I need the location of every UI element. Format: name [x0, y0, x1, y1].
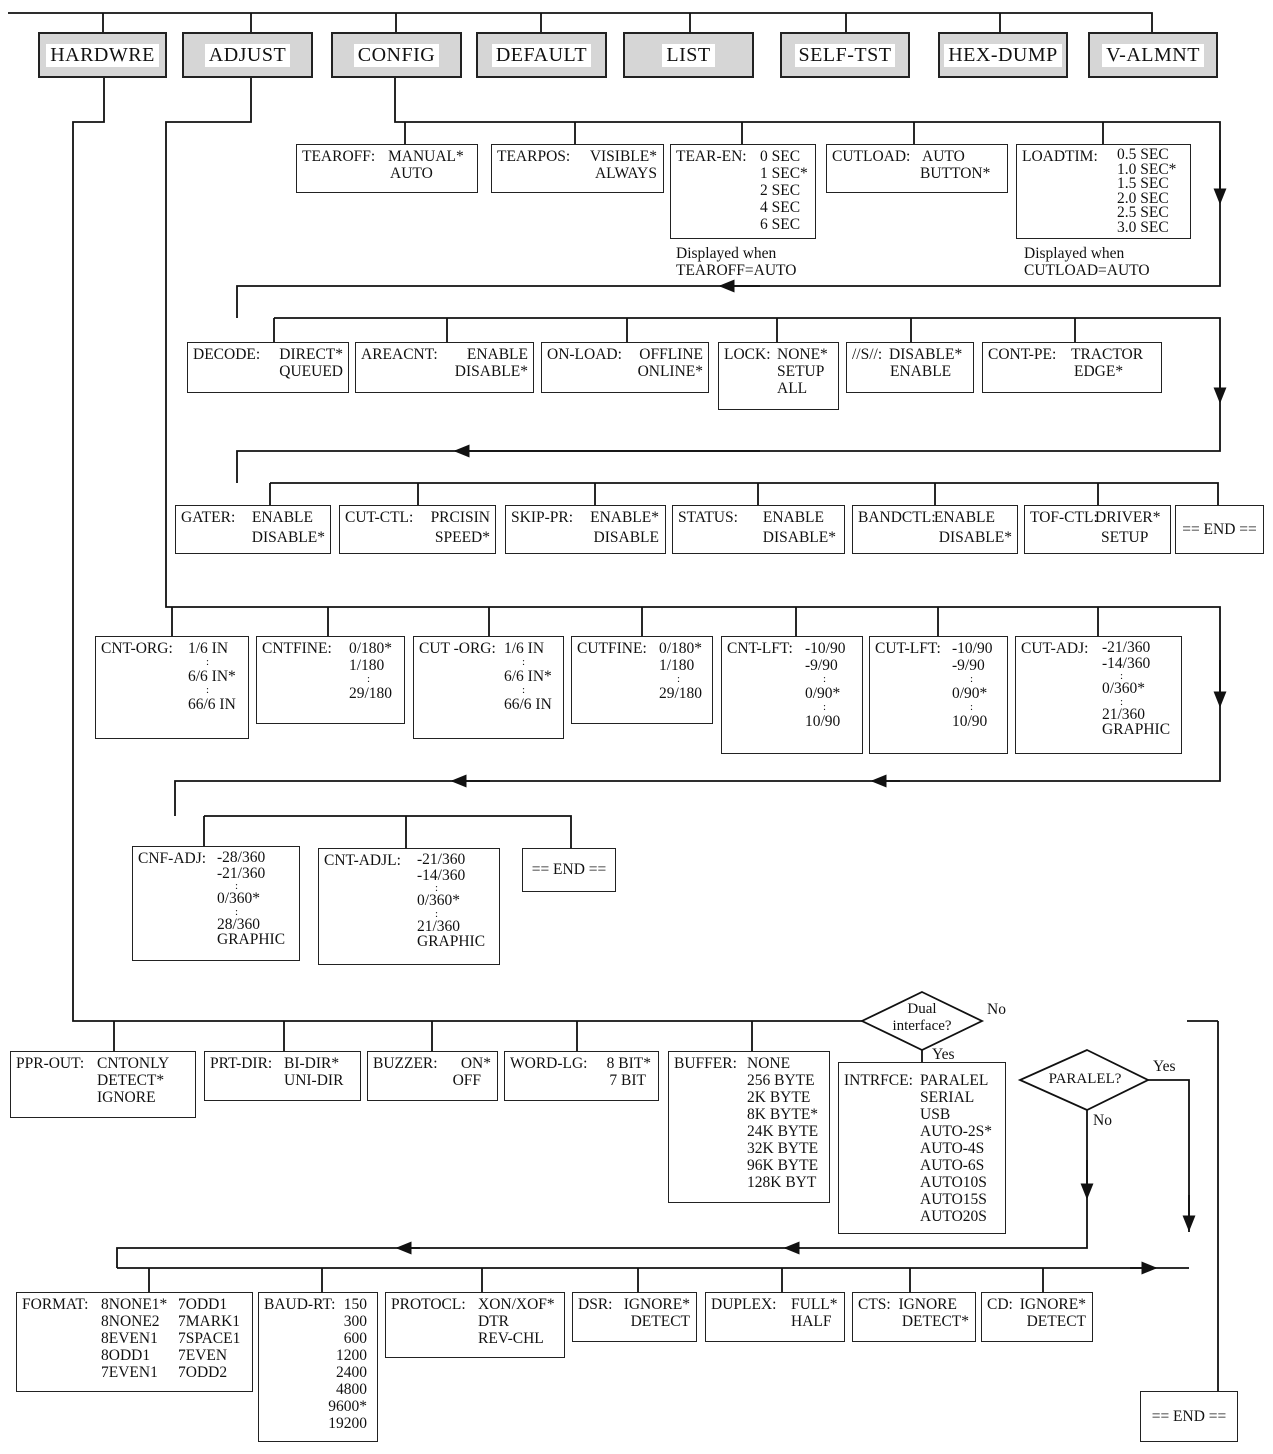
- tearpos-box: TEARPOS: VISIBLE*ALWAYS: [491, 144, 664, 193]
- paralel-decision: [1017, 1049, 1151, 1111]
- menu-hex-dump[interactable]: HEX-DUMP: [938, 32, 1068, 78]
- dsr-box: DSR: IGNORE*DETECT: [572, 1292, 697, 1342]
- s-mode-box: //S//: DISABLE*ENABLE: [846, 342, 974, 393]
- menu-hardwre[interactable]: HARDWRE: [38, 32, 167, 78]
- cutfine-box: CUTFINE: 0/180*1/180:29/180: [571, 636, 713, 724]
- menu-adjust[interactable]: ADJUST: [182, 32, 313, 78]
- hardware-end: == END ==: [1140, 1391, 1238, 1442]
- menu-list[interactable]: LIST: [623, 32, 754, 78]
- duplex-box: DUPLEX: FULL*HALF: [705, 1292, 845, 1342]
- paralel-yes-label: Yes: [1153, 1058, 1176, 1075]
- cntfine-box: CNTFINE: 0/180*1/180:29/180: [256, 636, 405, 724]
- cnt-org-box: CNT-ORG: 1/6 IN:6/6 IN*:66/6 IN: [95, 636, 249, 739]
- dual-no-label: No: [987, 1001, 1006, 1018]
- menu-config[interactable]: CONFIG: [331, 32, 462, 78]
- word-lg-box: WORD-LG: 8 BIT*7 BIT: [504, 1051, 659, 1101]
- menu-self-tst[interactable]: SELF-TST: [780, 32, 910, 78]
- prt-dir-box: PRT-DIR: BI-DIR*UNI-DIR: [204, 1051, 361, 1101]
- cut-lft-box: CUT-LFT: -10/90-9/90:0/90*:10/90: [869, 636, 1008, 754]
- cnt-lft-box: CNT-LFT: -10/90-9/90:0/90*:10/90: [721, 636, 863, 754]
- buzzer-box: BUZZER: ON*OFF: [367, 1051, 498, 1101]
- tof-ctl-box: TOF-CTL: DRIVER*SETUP: [1024, 505, 1171, 554]
- decode-box: DECODE: DIRECT*QUEUED: [187, 342, 349, 393]
- skip-pr-box: SKIP-PR: ENABLE*DISABLE: [505, 505, 666, 554]
- menu-v-almnt[interactable]: V-ALMNT: [1088, 32, 1218, 78]
- dual-interface-decision: [859, 991, 985, 1051]
- paralel-label: PARALEL?: [1048, 1071, 1122, 1087]
- tearoff-box: TEAROFF: MANUAL*AUTO: [296, 144, 478, 193]
- cut-org-box: CUT -ORG: 1/6 IN:6/6 IN*:66/6 IN: [413, 636, 564, 739]
- paralel-no-label: No: [1093, 1112, 1112, 1129]
- dual-yes-label: Yes: [932, 1046, 955, 1063]
- menu-default[interactable]: DEFAULT: [476, 32, 607, 78]
- cd-box: CD: IGNORE*DETECT: [981, 1292, 1093, 1342]
- config-end: == END ==: [1175, 505, 1264, 554]
- adjust-end: == END ==: [522, 848, 616, 892]
